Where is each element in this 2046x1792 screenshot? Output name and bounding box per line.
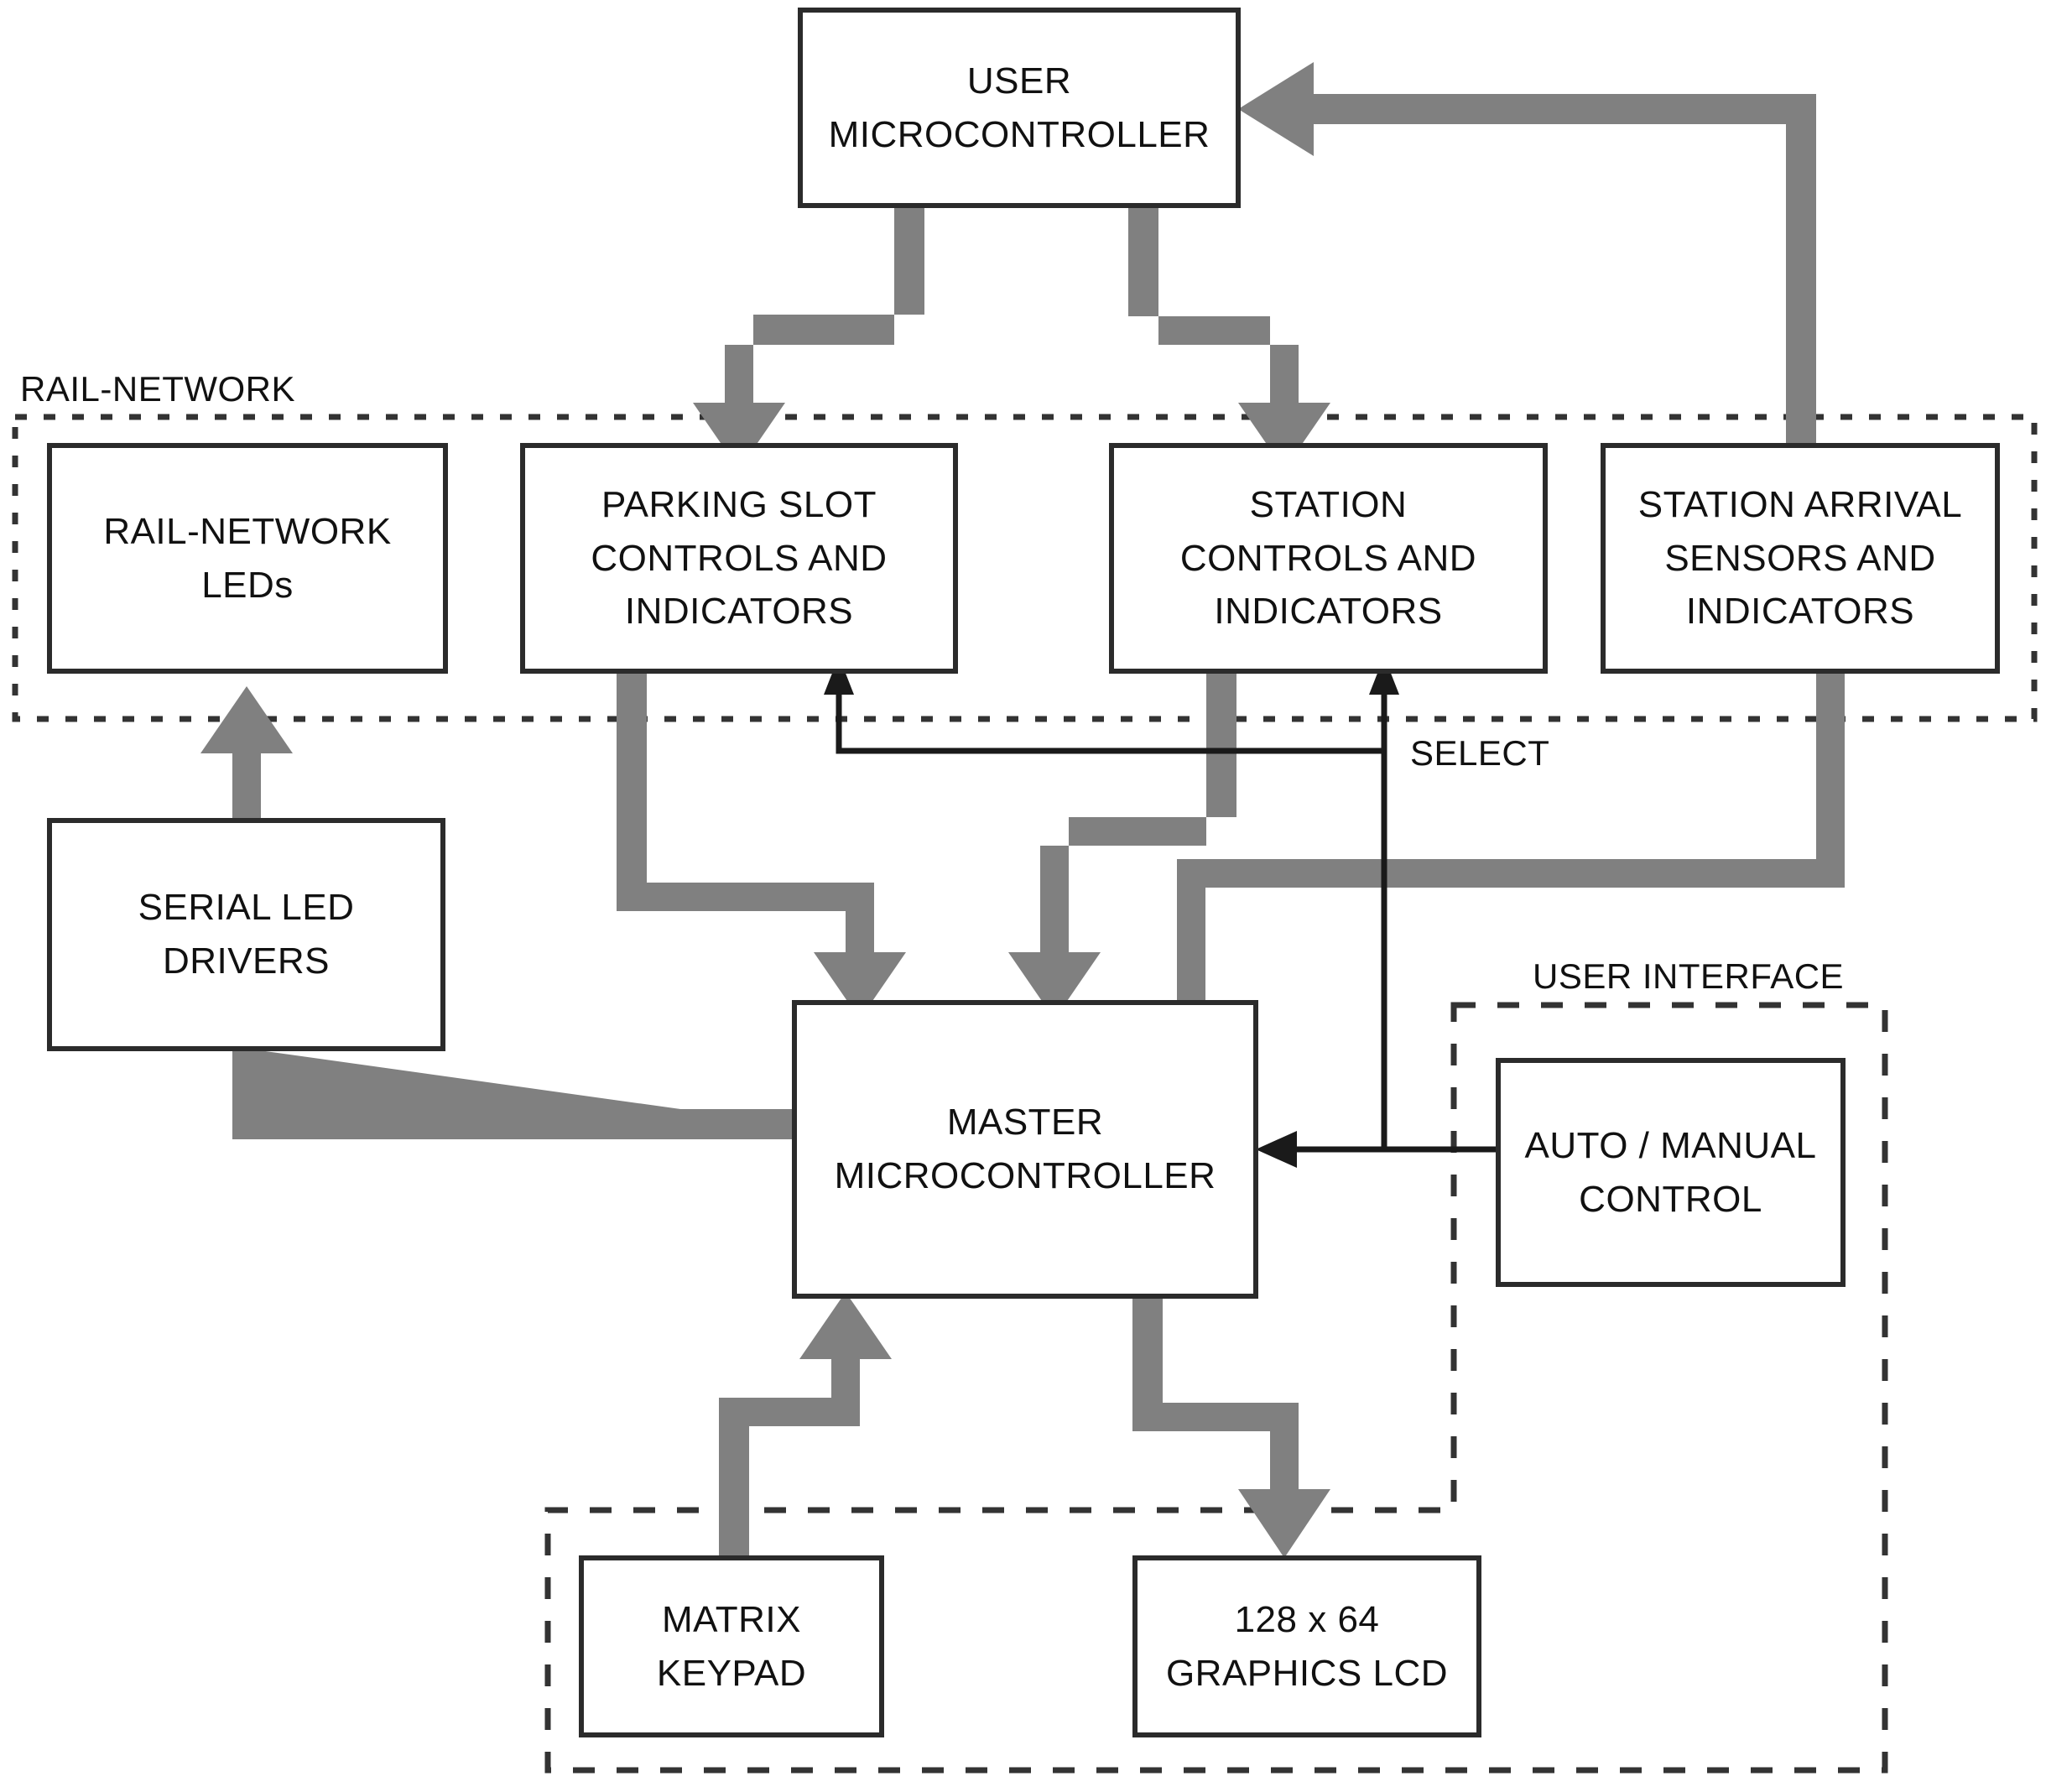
group-boundary-rail-network: [12, 414, 2038, 722]
box-user-mcu[interactable]: [798, 8, 1241, 208]
edge-master-to-serial-run: [200, 982, 794, 1139]
edge-label-select: SELECT: [1410, 733, 1550, 773]
edge-station-arrival-to-master-mcu: [1177, 445, 1845, 1003]
edge-select-to-parking-slot: [836, 684, 1384, 754]
edge-matrix-keypad-to-master-mcu: [719, 1292, 892, 1558]
edge-user-mcu-to-station-controls: [1128, 206, 1330, 470]
edge-master-mcu-to-graphics-lcd: [1132, 1296, 1330, 1558]
box-parking-slot[interactable]: [520, 443, 958, 674]
box-station-arrival[interactable]: [1601, 443, 2000, 674]
edge-station-controls-to-master-mcu: [1008, 671, 1236, 1019]
edge-station-arrival-to-user-mcu: [1238, 62, 1816, 445]
box-auto-manual[interactable]: [1496, 1058, 1846, 1287]
arrowhead-auto-manual-to-master: [1256, 1131, 1297, 1168]
box-rail-network-leds[interactable]: [47, 443, 448, 674]
box-matrix-keypad[interactable]: [579, 1555, 884, 1737]
edge-parking-slot-to-master-mcu: [617, 671, 906, 1019]
edge-master-mcu-to-serial-led-drivers: [216, 1049, 794, 1125]
group-boundary-user-interface: [544, 1002, 1888, 1774]
group-label-rail-network: RAIL-NETWORK: [20, 369, 296, 409]
edge-serial-led-drivers-to-rail-network-leds: [200, 686, 293, 820]
arrowhead-select-to-parking-slot: [824, 656, 854, 695]
box-graphics-lcd[interactable]: [1132, 1555, 1481, 1737]
box-master-mcu[interactable]: [792, 1000, 1258, 1299]
box-station-controls[interactable]: [1109, 443, 1548, 674]
edge-user-mcu-to-parking-slot: [693, 206, 924, 470]
box-serial-led-drivers[interactable]: [47, 818, 445, 1051]
group-label-user-interface: USER INTERFACE: [1533, 956, 1845, 996]
arrowhead-select-to-station-controls: [1369, 656, 1399, 695]
